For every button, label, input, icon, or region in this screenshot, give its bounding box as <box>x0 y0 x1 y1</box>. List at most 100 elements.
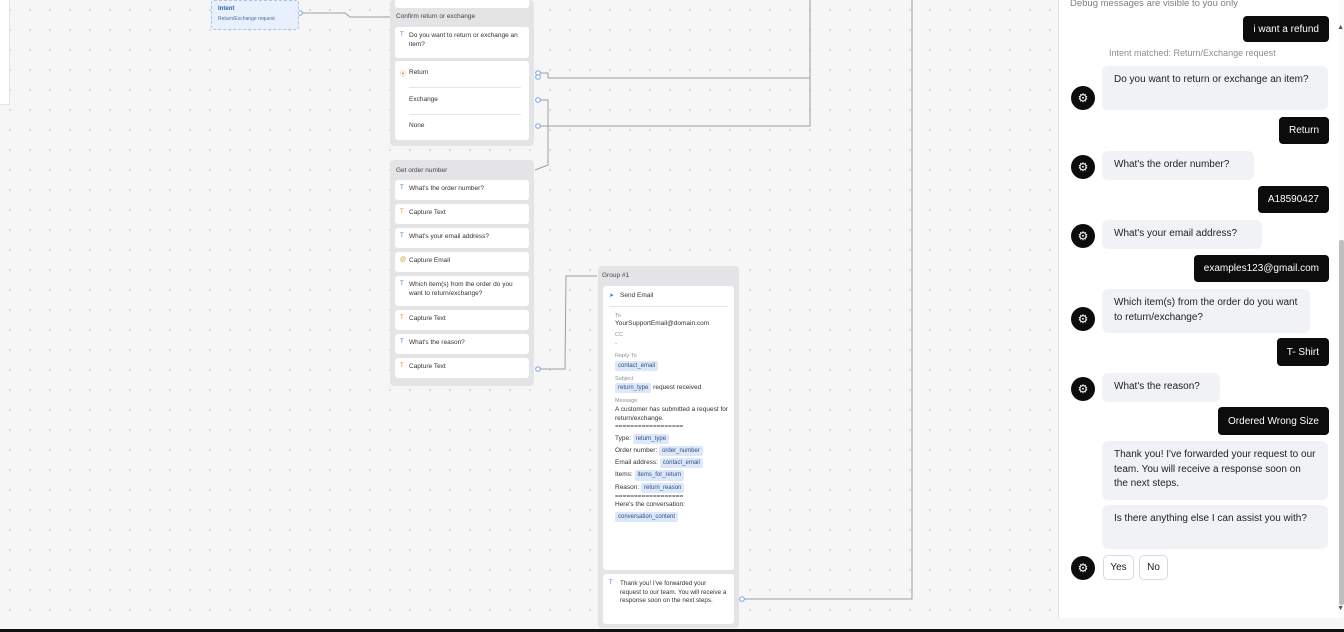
reason-label: Reason: <box>615 483 640 491</box>
send-email-label: Send Email <box>620 292 654 299</box>
message-label: Message <box>615 398 638 405</box>
send-email-fields: To YourSupportEmail@domain.com CC - Repl… <box>615 313 730 523</box>
order-step-label: Capture Text <box>409 209 446 216</box>
confirm-block-title: Confirm return or exchange <box>396 13 476 20</box>
intent-node[interactable]: Intent Return/Exchange request <box>211 0 299 30</box>
choice-option-none[interactable]: None <box>409 122 425 129</box>
capture-email-icon: @ <box>400 257 407 263</box>
bot-message: Thank you! I've forwarded your request t… <box>1102 441 1328 500</box>
divider <box>609 306 728 307</box>
cc-label: CC <box>615 332 623 339</box>
message-separator: ================== <box>615 492 684 500</box>
reason-chip: return_reason <box>641 482 685 493</box>
confirm-question-text: Do you want to return or exchange an ite… <box>409 32 518 48</box>
chat-scrollbar[interactable] <box>1339 0 1344 618</box>
to-label: To <box>615 313 621 319</box>
send-email-icon: ➤ <box>609 293 615 299</box>
confirm-question-step[interactable]: T Do you want to return or exchange an i… <box>395 27 529 58</box>
choice-icon: ⦿ <box>400 72 407 78</box>
type-label: Type: <box>615 435 631 443</box>
reply-to-chip: contact_email <box>615 360 659 371</box>
capture-text-icon: T <box>400 315 404 321</box>
user-message: T- Shirt <box>1276 338 1329 366</box>
user-message: i want a refund <box>1243 16 1329 42</box>
email-address-chip: contact_email <box>659 458 703 469</box>
bot-avatar-icon: ⚙ <box>1071 377 1095 401</box>
confirm-block[interactable]: Confirm return or exchange T Do you want… <box>390 0 534 146</box>
text-icon: T <box>400 185 404 191</box>
order-step[interactable]: T Capture Text <box>395 310 529 330</box>
order-step[interactable]: T What's the order number? <box>395 180 529 200</box>
text-icon: T <box>400 281 404 287</box>
text-icon: T <box>400 32 404 38</box>
debug-note: Debug messages are visible to you only <box>1070 0 1238 9</box>
intent-node-subtitle: Return/Exchange request <box>218 16 275 22</box>
intent-node-title: Intent <box>218 6 235 12</box>
order-step[interactable]: T What's the reason? <box>395 334 529 354</box>
bot-message: What's the order number? <box>1102 151 1254 180</box>
subject-text: request received <box>653 384 702 392</box>
order-step-label: What's the reason? <box>409 339 465 346</box>
order-step[interactable]: T Which item(s) from the order do you wa… <box>395 276 529 306</box>
choice-option-return[interactable]: Return <box>409 69 429 76</box>
bot-avatar-icon: ⚙ <box>1071 556 1095 580</box>
conversation-chip: conversation_content <box>615 512 679 523</box>
order-step[interactable]: T Capture Text <box>395 204 529 224</box>
send-email-step[interactable]: ➤ Send Email To YourSupportEmail@domain.… <box>603 286 734 570</box>
previous-step-fragment <box>395 0 529 8</box>
divider <box>409 114 521 115</box>
bot-avatar-icon: ⚙ <box>1071 86 1095 110</box>
text-icon: T <box>400 233 404 239</box>
choice-step[interactable]: ⦿ Return Exchange None <box>395 61 529 140</box>
text-icon: T <box>609 580 613 586</box>
intent-matched-note: Intent matched: Return/Exchange request <box>1109 48 1276 58</box>
order-step-label: What's your email address? <box>409 233 489 240</box>
bot-message: Is there anything else I can assist you … <box>1102 505 1328 549</box>
subject-chip: return_type <box>615 383 652 394</box>
type-chip: return_type <box>632 434 670 445</box>
order-block[interactable]: Get order number T What's the order numb… <box>390 160 534 386</box>
choice-option-exchange[interactable]: Exchange <box>409 96 438 103</box>
items-label: Items: <box>615 471 633 479</box>
reply-to-label: Reply-To <box>615 353 637 360</box>
user-message: A18590427 <box>1257 186 1329 213</box>
quick-reply-yes-button[interactable]: Yes <box>1103 555 1134 580</box>
text-icon: T <box>400 339 404 345</box>
capture-text-icon: T <box>400 363 404 369</box>
user-message: Ordered Wrong Size <box>1218 407 1329 435</box>
quick-reply-no-button[interactable]: No <box>1139 555 1168 580</box>
order-number-label: Order number: <box>615 447 658 455</box>
group-block-title: Group #1 <box>602 272 630 279</box>
order-step[interactable]: T Capture Text <box>395 358 529 378</box>
conversation-label: Here's the conversation: <box>615 501 685 509</box>
order-step[interactable]: T What's your email address? <box>395 228 529 248</box>
order-step-label: What's the order number? <box>409 185 484 192</box>
user-message: Return <box>1278 117 1329 144</box>
order-step-label: Capture Text <box>409 315 446 322</box>
capture-text-icon: T <box>400 209 404 215</box>
scrollbar-thumb[interactable] <box>1339 240 1344 605</box>
order-step-label: Capture Email <box>409 257 451 264</box>
scroll-up-arrow-icon[interactable]: ▲ <box>1337 24 1344 31</box>
bot-message: Which item(s) from the order do you want… <box>1102 289 1310 333</box>
order-step-label: Which item(s) from the order do you want… <box>409 281 513 297</box>
chat-preview-panel: Debug messages are visible to you only i… <box>1058 0 1344 618</box>
bottom-edge-bar <box>0 629 1344 632</box>
order-block-title: Get order number <box>396 167 448 174</box>
user-message: examples123@gmail.com <box>1193 255 1329 282</box>
left-panel-edge <box>0 0 10 105</box>
bot-avatar-icon: ⚙ <box>1071 307 1095 331</box>
message-separator: ================== <box>615 423 684 431</box>
order-step-label: Capture Text <box>409 363 446 370</box>
group-block[interactable]: Group #1 ➤ Send Email To YourSupportEmai… <box>598 266 739 628</box>
scroll-down-arrow-icon[interactable]: ▼ <box>1337 605 1344 612</box>
items-chip: items_for_return <box>634 470 685 481</box>
bot-message: What's your email address? <box>1102 220 1262 249</box>
order-step[interactable]: @ Capture Email <box>395 252 529 272</box>
to-value: YourSupportEmail@domain.com <box>615 320 710 328</box>
email-address-label: Email address: <box>615 459 658 467</box>
cc-value: - <box>615 339 618 347</box>
thank-you-step[interactable]: T Thank you! I've forwarded your request… <box>603 574 734 624</box>
bot-avatar-icon: ⚙ <box>1071 155 1095 179</box>
message-intro: A customer has submitted a request for r… <box>615 405 729 422</box>
